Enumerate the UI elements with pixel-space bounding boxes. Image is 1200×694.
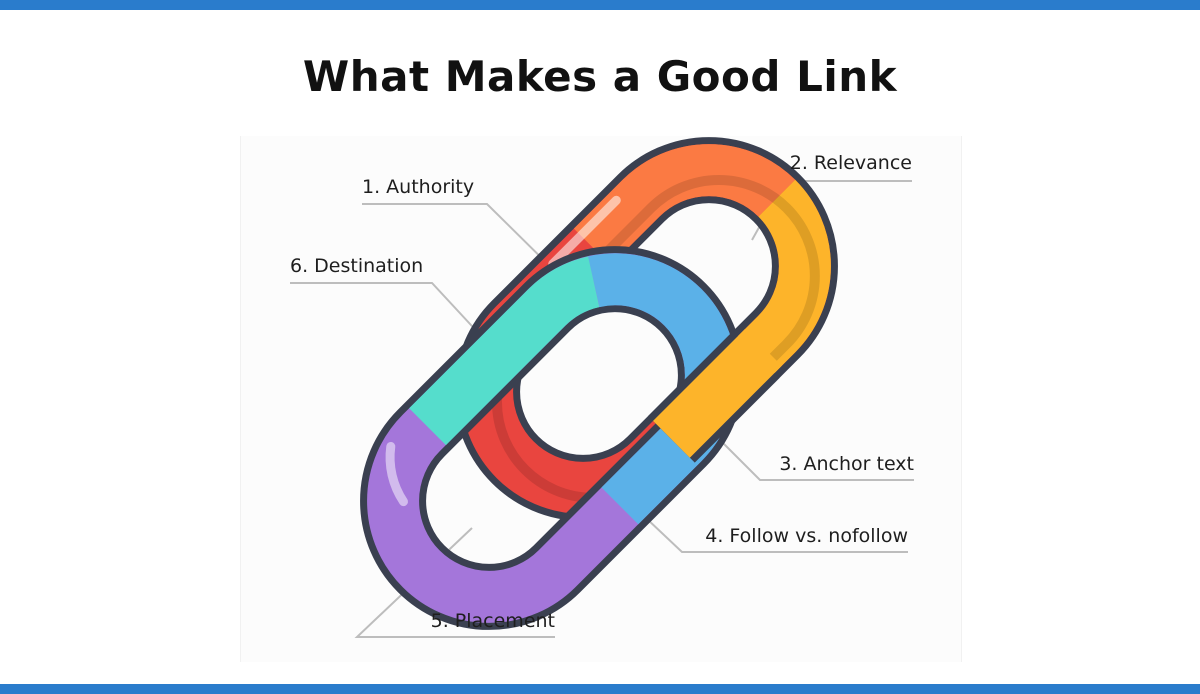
label-relevance: 2. Relevance: [790, 152, 912, 174]
link-segment-anchor-text: [653, 179, 831, 458]
label-authority: 1. Authority: [362, 176, 474, 198]
label-placement: 5. Placement: [431, 610, 555, 632]
bottom-frame-bar: [0, 684, 1200, 694]
link-segment-destination: [409, 256, 601, 446]
labels: 1. Authority 2. Relevance 3. Anchor text…: [290, 152, 914, 632]
label-anchor-text: 3. Anchor text: [779, 453, 914, 475]
link-segment-relevance: [573, 144, 796, 266]
top-frame-bar: [0, 0, 1200, 10]
chain-link-a-overlap: [648, 329, 782, 463]
label-follow-vs-nofollow: 4. Follow vs. nofollow: [705, 525, 908, 547]
label-destination: 6. Destination: [290, 255, 423, 277]
page-title: What Makes a Good Link: [302, 52, 898, 101]
